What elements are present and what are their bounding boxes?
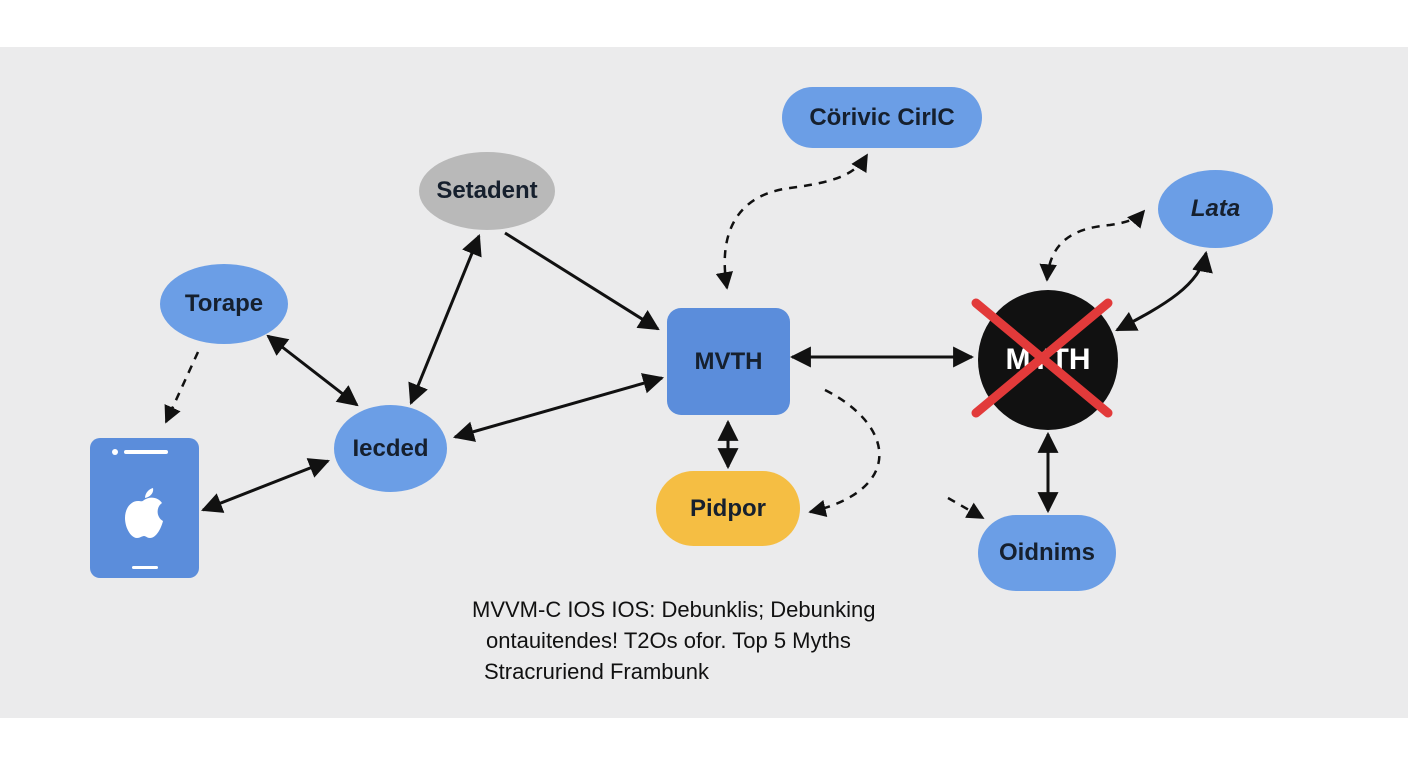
edge-torape-iecded bbox=[266, 334, 359, 407]
node-setadent: Setadent bbox=[419, 152, 555, 230]
node-pidpor: Pidpor bbox=[656, 471, 800, 546]
edge-phone-iecded bbox=[201, 458, 330, 513]
edge-setadent-mvth bbox=[504, 231, 660, 331]
caption-line-1: MVVM-C IOS IOS: Debunklis; Debunking bbox=[472, 597, 876, 622]
edge-iecded-mvth bbox=[452, 373, 665, 442]
edge-torape-phone-dashed bbox=[164, 351, 200, 424]
caption-line-3: Stracruriend Frambunk bbox=[484, 659, 709, 684]
node-myth: MYTH bbox=[971, 290, 1118, 430]
iphone-icon bbox=[90, 438, 199, 578]
phone-home-indicator bbox=[132, 566, 158, 569]
edge-iecded-setadent bbox=[408, 234, 482, 405]
edge-myth-lata bbox=[1115, 250, 1213, 332]
node-lata: Lata bbox=[1158, 170, 1273, 248]
edge-oidnims-dashed bbox=[947, 496, 985, 520]
node-iecded: Iecded bbox=[334, 405, 447, 492]
phone-speaker bbox=[124, 450, 168, 454]
node-corivic: Cörivic CirIC bbox=[782, 87, 982, 148]
apple-logo-icon bbox=[125, 488, 163, 538]
node-mvth: MVTH bbox=[667, 308, 790, 415]
node-oidnims: Oidnims bbox=[978, 515, 1116, 591]
edge-mvth-corivic-dashed bbox=[715, 153, 869, 290]
node-torape: Torape bbox=[160, 264, 288, 344]
caption-line-2: ontauitendes! T2Os ofor. Top 5 Myths bbox=[486, 628, 851, 653]
edge-myth-lata-dashed bbox=[1039, 209, 1146, 282]
phone-camera bbox=[112, 449, 118, 455]
red-x-cross-icon bbox=[971, 298, 1113, 418]
edge-mvth-pidpor-dashed bbox=[808, 388, 881, 517]
diagram-caption: MVVM-C IOS IOS: Debunklis; Debunking ont… bbox=[472, 594, 875, 687]
